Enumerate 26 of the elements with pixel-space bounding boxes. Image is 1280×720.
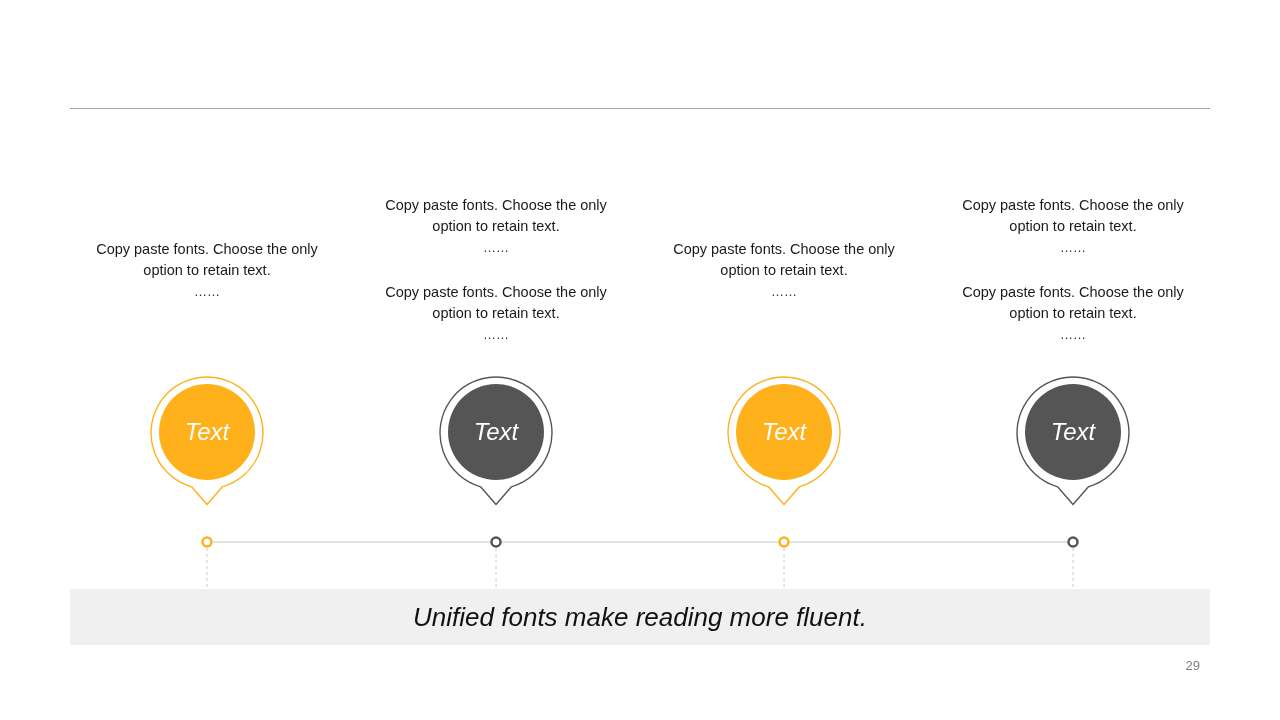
pin-marker xyxy=(1014,374,1132,506)
ellipsis-text: …… xyxy=(483,240,509,256)
description-text: Copy paste fonts. Choose the only option to retain text. xyxy=(384,196,608,236)
timeline-dot xyxy=(778,536,790,548)
ellipsis-text: …… xyxy=(483,327,509,343)
description-text: Copy paste fonts. Choose the only option to retain text. xyxy=(961,196,1185,236)
pin-marker xyxy=(437,374,555,506)
ellipsis-text: …… xyxy=(1060,240,1086,256)
ellipsis-text: …… xyxy=(194,283,220,300)
timeline-dot xyxy=(490,536,502,548)
pin-marker xyxy=(725,374,843,506)
description-text: Copy paste fonts. Choose the only option to retain text. xyxy=(961,283,1185,323)
caption-band: Unified fonts make reading more fluent. xyxy=(70,589,1210,645)
pin-label: Text xyxy=(184,418,230,446)
timeline-dot xyxy=(201,536,213,548)
page-number: 29 xyxy=(1185,658,1200,674)
description-text: Copy paste fonts. Choose the only option to retain text. xyxy=(95,239,319,280)
ellipsis-text: …… xyxy=(1060,327,1086,343)
description-text: Copy paste fonts. Choose the only option to retain text. xyxy=(672,239,896,280)
pin-label: Text xyxy=(1050,418,1096,446)
description-text: Copy paste fonts. Choose the only option to retain text. xyxy=(384,283,608,323)
pin-label: Text xyxy=(473,418,519,446)
pin-marker xyxy=(148,374,266,506)
pin-label: Text xyxy=(761,418,807,446)
ellipsis-text: …… xyxy=(771,283,797,300)
timeline-dot xyxy=(1067,536,1079,548)
